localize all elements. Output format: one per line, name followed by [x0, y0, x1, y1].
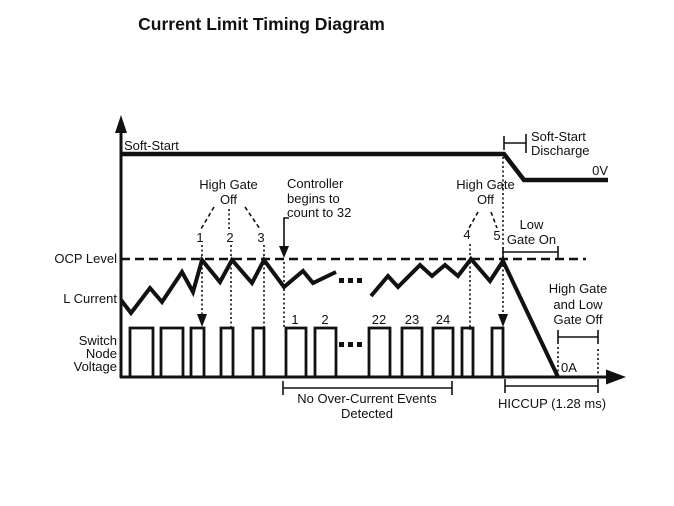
l-current-trace [119, 255, 560, 378]
zero-volts-label: 0V [592, 163, 608, 178]
high-low-gate-off-bracket [557, 330, 599, 375]
high-gate-off-2-fan [468, 211, 498, 229]
ocp-event-tick-3: 3 [257, 230, 265, 245]
high-gate-off-1-fan [200, 206, 261, 230]
pulse-count-23: 23 [404, 312, 420, 327]
pulse-ellipsis-icon [339, 342, 362, 347]
page-title: Current Limit Timing Diagram [138, 14, 385, 34]
l-current-label: L Current [63, 291, 117, 306]
y-axis [115, 115, 127, 378]
zero-amps-label: 0A [561, 360, 577, 375]
no-oc-events-bracket [282, 381, 453, 395]
pulse-count-22: 22 [371, 312, 387, 327]
x-axis [120, 369, 626, 385]
soft-start-discharge-bracket [503, 134, 527, 153]
ocp-event-1-marker [197, 245, 207, 327]
controller-count-pointer [279, 217, 289, 327]
controller-count-label: Controller begins to count to 32 [287, 176, 352, 220]
down-arrow-icon [197, 314, 207, 327]
current-ellipsis-icon [339, 278, 362, 283]
soft-start-label: Soft-Start [124, 138, 179, 153]
switch-node-pulses [128, 326, 505, 376]
high-gate-off-2-label: High Gate Off [456, 177, 515, 207]
down-arrow-icon [279, 246, 289, 258]
ocp-event-tick-2: 2 [226, 230, 234, 245]
low-gate-on-bracket [502, 246, 559, 259]
ocp-event-tick-5: 5 [493, 228, 501, 243]
pulse-count-1: 1 [291, 312, 299, 327]
ocp-event-tick-4: 4 [463, 227, 471, 242]
pulse-count-2: 2 [321, 312, 329, 327]
low-gate-on-label: Low Gate On [506, 217, 557, 247]
switch-node-voltage-label: Switch Node Voltage [73, 333, 117, 374]
soft-start-discharge-label: Soft-Start Discharge [531, 129, 590, 158]
hiccup-bracket [504, 379, 599, 393]
pulse-count-24: 24 [435, 312, 451, 327]
down-arrow-icon [498, 314, 508, 327]
ocp-event-tick-1: 1 [196, 230, 204, 245]
soft-start-trace [121, 151, 608, 183]
x-axis-arrow-icon [606, 369, 626, 385]
ocp-event-5-marker [498, 157, 508, 327]
high-gate-off-1-label: High Gate Off [199, 177, 258, 207]
high-low-gate-off-label: High Gate and Low Gate Off [548, 281, 608, 327]
ocp-level-label: OCP Level [54, 251, 117, 266]
y-axis-arrow-icon [115, 115, 127, 133]
hiccup-label: HICCUP (1.28 ms) [497, 396, 607, 411]
no-oc-events-label: No Over-Current Events Detected [297, 391, 437, 421]
